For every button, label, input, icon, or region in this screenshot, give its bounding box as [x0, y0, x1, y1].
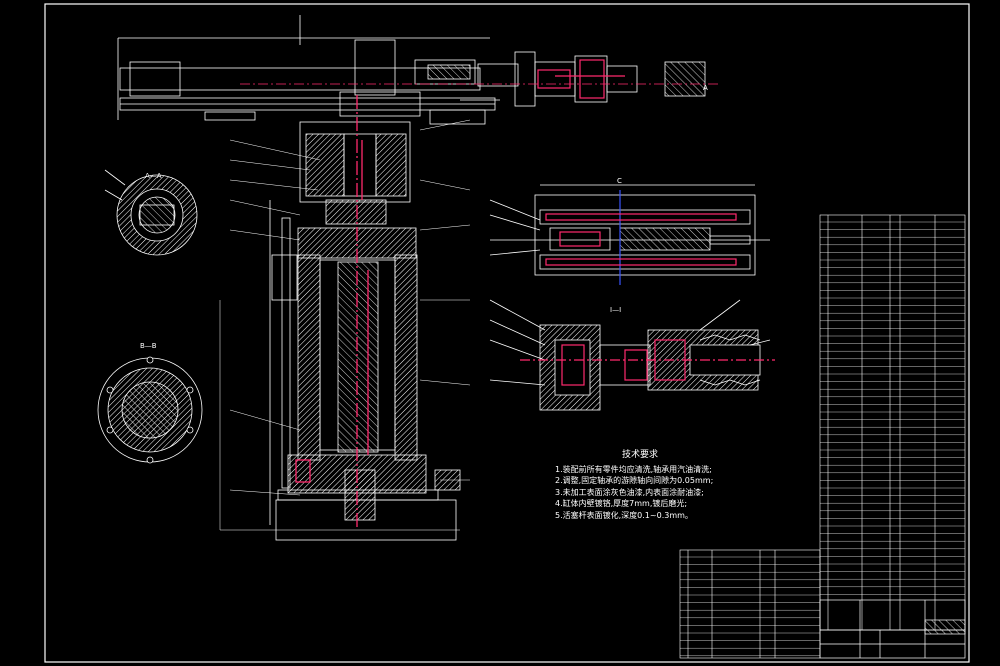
title-block	[819, 599, 966, 659]
leader-lines-main	[219, 119, 471, 531]
tech-note-line: 5.活塞杆表面镀化,深度0.1~0.3mm。	[555, 510, 693, 520]
main-centerline	[295, 95, 369, 530]
top-arm-pink-features	[537, 59, 625, 99]
bottom-parts-rows	[680, 556, 820, 656]
tech-note-line: 2.调整,固定轴承的游隙轴向间隙为0.05mm;	[555, 476, 714, 485]
section-aa-view	[104, 169, 198, 256]
bottom-parts-table	[679, 549, 821, 659]
tech-note-line: 3.未加工表面涂灰色油漆,内表面涂耐油漆;	[555, 487, 704, 497]
tech-note-line: 1.装配前所有零件均应清洗,轴承用汽油清洗;	[555, 464, 712, 474]
detail-view-lower-colored	[520, 339, 775, 386]
main-cylinder	[269, 200, 461, 541]
tech-notes-title: 技术要求	[621, 450, 658, 460]
detail-view-upper	[489, 184, 770, 276]
top-arm-assembly	[117, 15, 720, 125]
technical-requirements: 技术要求 1.装配前所有零件均应清洗,轴承用汽油清洗; 2.调整,固定轴承的游隙…	[555, 450, 725, 521]
section-bb-view	[97, 356, 203, 464]
upper-gearbox	[299, 121, 411, 225]
tech-note-line: 4.缸体内壁镀铬,厚度7mm,镀后磨光;	[555, 499, 688, 508]
parts-list-rows	[820, 221, 965, 595]
drawing-frame	[44, 3, 970, 663]
detail-view-lower	[489, 299, 771, 411]
detail-view-upper-colored	[545, 190, 737, 285]
parts-list-table	[819, 214, 966, 631]
